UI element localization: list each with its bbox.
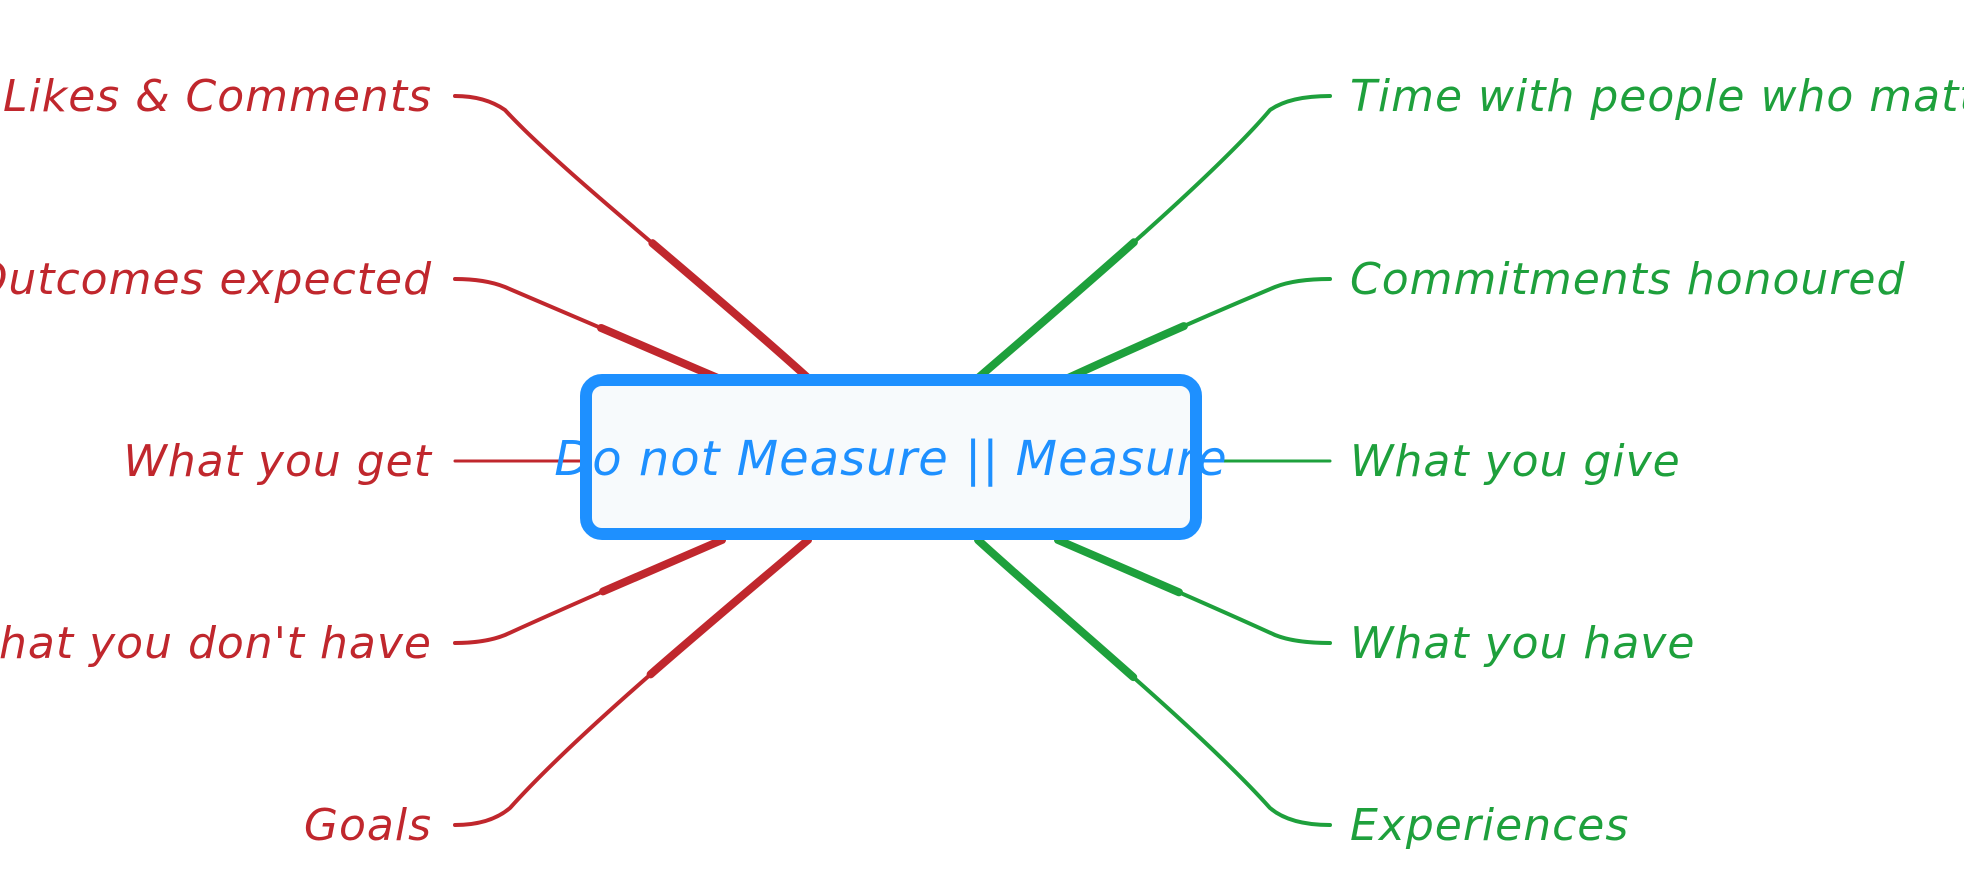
left-branch-labels: Likes & Comments Outcomes expected What … [0, 71, 432, 851]
connector-time-with-people-taper [974, 92, 1334, 382]
label-what-you-dont-have[interactable]: What you don't have [0, 618, 432, 669]
label-time-with-people[interactable]: Time with people who matter [1350, 71, 1964, 122]
label-what-you-give[interactable]: What you give [1350, 436, 1681, 487]
label-what-you-have[interactable]: What you have [1350, 618, 1695, 669]
central-topic-box[interactable] [580, 374, 1202, 540]
connector-outcomes-expected-taper [451, 275, 722, 382]
right-branch-labels: Time with people who matter Commitments … [1350, 71, 1964, 851]
connector-commitments-honoured-taper [1064, 275, 1334, 382]
label-what-you-get[interactable]: What you get [123, 436, 432, 487]
label-goals[interactable]: Goals [304, 800, 432, 851]
connector-likes-comments-taper [451, 92, 812, 382]
connector-goals-taper [451, 536, 812, 829]
right-branch-connectors [974, 92, 1334, 829]
central-topic-label: Do not Measure || Measure [554, 431, 1227, 487]
connector-experiences-taper [974, 536, 1334, 829]
left-branch-connectors [451, 92, 812, 829]
label-likes-comments[interactable]: Likes & Comments [3, 71, 432, 122]
central-topic[interactable]: Do not Measure || Measure [554, 374, 1227, 540]
label-experiences[interactable]: Experiences [1350, 800, 1629, 851]
label-commitments-honoured[interactable]: Commitments honoured [1350, 254, 1905, 305]
connector-what-you-have-taper [1054, 536, 1334, 647]
label-outcomes-expected[interactable]: Outcomes expected [0, 254, 432, 305]
connector-what-you-dont-have-taper [451, 536, 726, 647]
